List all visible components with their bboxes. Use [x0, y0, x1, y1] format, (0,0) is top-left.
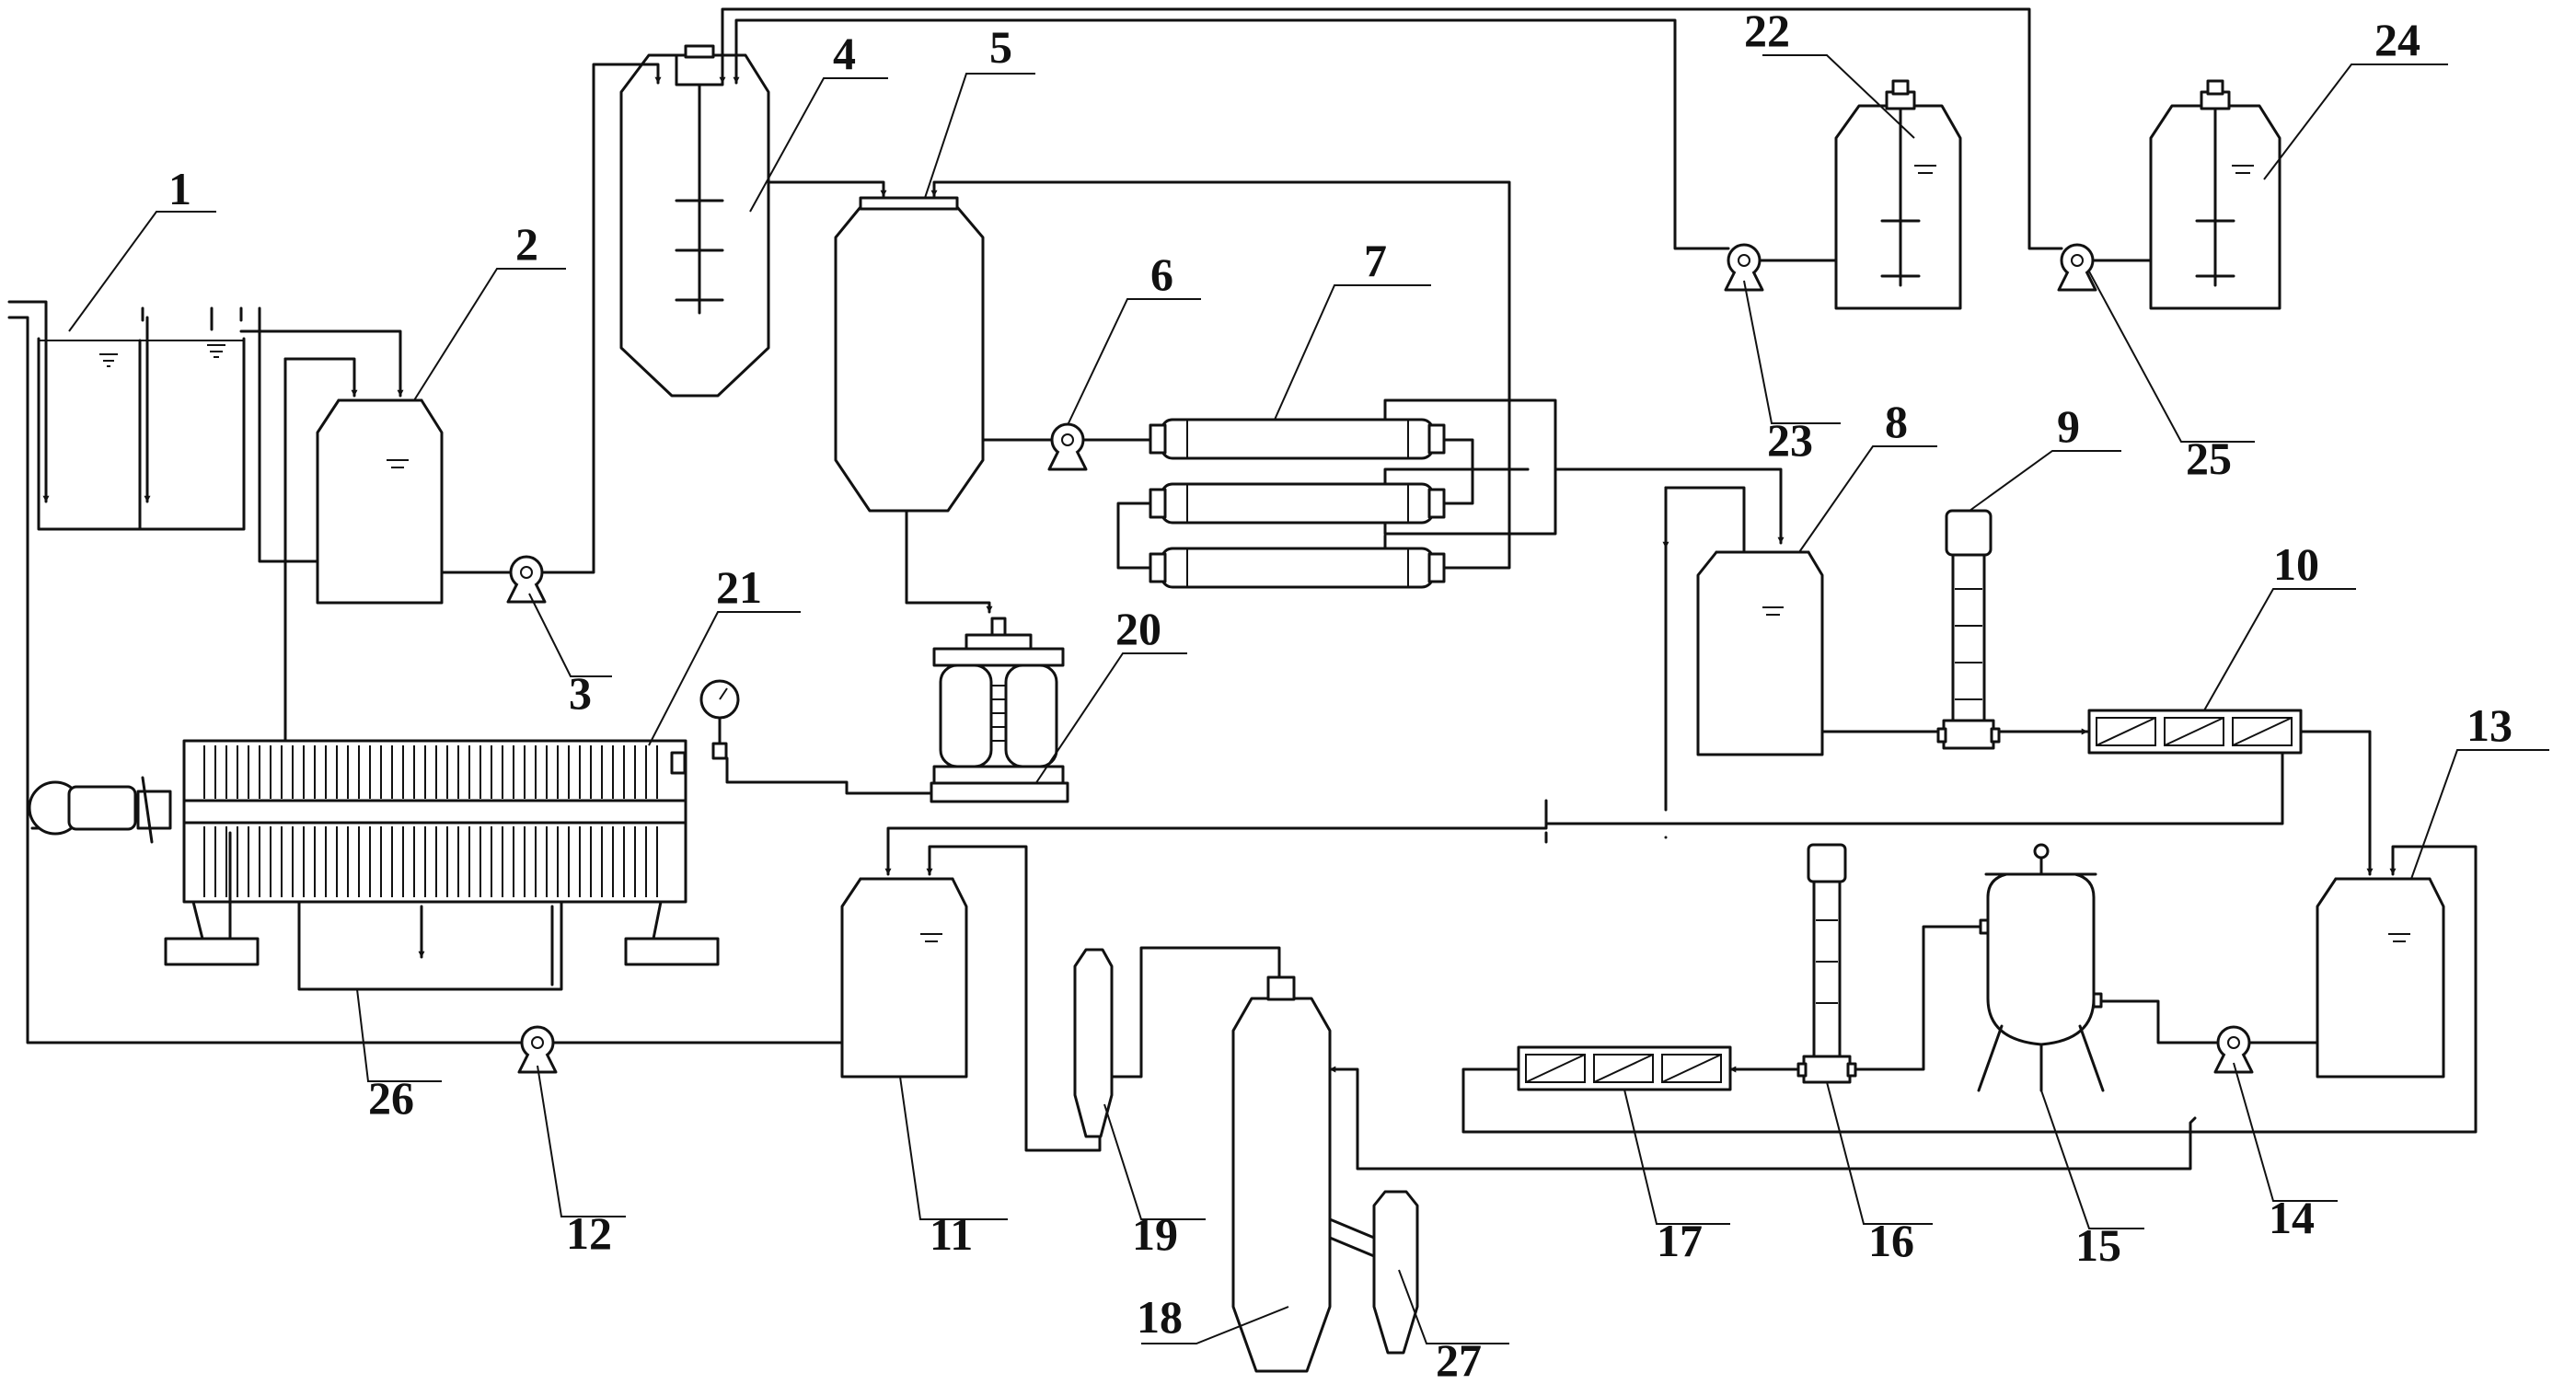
tank-8	[1696, 550, 1824, 756]
label-26: 26	[368, 1072, 414, 1124]
label-16: 16	[1868, 1215, 1914, 1266]
drying-tower-18	[1231, 975, 1332, 1373]
vertical-pump-9	[1936, 509, 2001, 750]
settling-tank-1	[7, 300, 246, 531]
filter-press-21	[28, 679, 740, 966]
cyclone-19	[1073, 948, 1114, 1138]
label-17: 17	[1657, 1215, 1703, 1266]
piping	[7, 7, 2478, 1171]
label-15: 15	[2075, 1219, 2121, 1271]
label-21: 21	[716, 561, 762, 613]
pump-25	[2057, 243, 2097, 292]
label-8: 8	[1885, 396, 1908, 447]
label-12: 12	[566, 1207, 612, 1259]
reactor-4	[619, 44, 770, 398]
diaphragm-pump-20	[930, 617, 1069, 803]
pump-3	[506, 555, 547, 604]
label-2: 2	[515, 218, 538, 270]
label-7: 7	[1364, 235, 1387, 286]
label-19: 19	[1132, 1208, 1178, 1260]
label-22: 22	[1744, 5, 1790, 56]
agitated-tank-24	[2149, 79, 2281, 310]
label-leaders	[68, 54, 2549, 1344]
label-27: 27	[1436, 1334, 1482, 1386]
label-10: 10	[2273, 538, 2319, 590]
label-24: 24	[2374, 14, 2420, 65]
cyclone-27	[1328, 1190, 1419, 1355]
pump-6	[1047, 422, 1088, 471]
pressure-vessel-15	[1977, 843, 2105, 1092]
label-18: 18	[1137, 1291, 1183, 1343]
label-5: 5	[989, 21, 1012, 73]
label-13: 13	[2466, 699, 2512, 751]
label-23: 23	[1767, 414, 1813, 466]
tank-11	[840, 877, 968, 1079]
label-25: 25	[2186, 433, 2232, 484]
label-4: 4	[833, 28, 856, 79]
pump-12	[517, 1025, 558, 1074]
filter-unit-10	[2087, 709, 2303, 755]
label-6: 6	[1150, 248, 1173, 300]
vertical-pump-16	[1796, 843, 1857, 1084]
label-20: 20	[1115, 603, 1161, 654]
membrane-modules-7	[1116, 385, 1557, 589]
label-1: 1	[168, 163, 191, 214]
agitated-tank-22	[1834, 79, 1962, 310]
label-3: 3	[569, 667, 592, 719]
tank-2	[316, 398, 444, 605]
vessel-5	[834, 196, 985, 513]
label-11: 11	[930, 1208, 973, 1260]
label-9: 9	[2057, 400, 2080, 452]
filter-unit-17	[1517, 1045, 1732, 1091]
equipment-labels: 1 2 3 4 5 6 7 8 9 10 11 12 13 14 15 16 1…	[168, 5, 2512, 1386]
collection-trough-26	[297, 900, 563, 991]
label-14: 14	[2269, 1192, 2315, 1243]
tank-13	[2316, 877, 2445, 1079]
